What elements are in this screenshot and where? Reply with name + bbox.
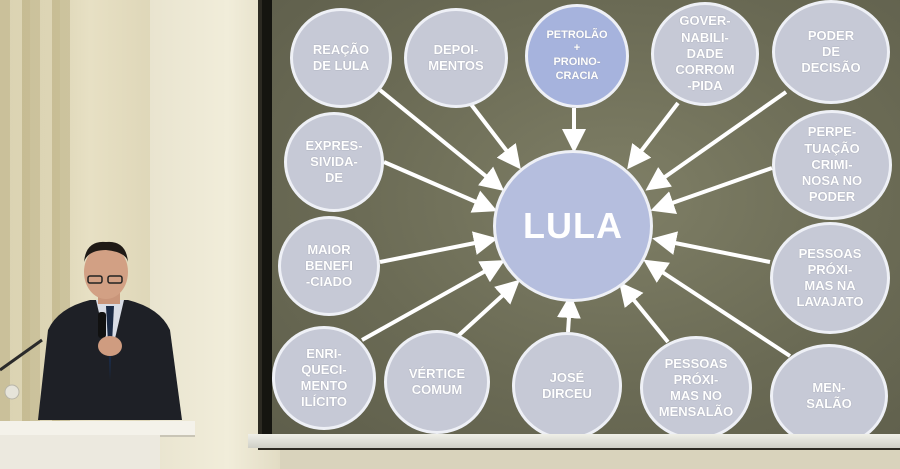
arrow-pessoas-lavajato	[652, 231, 771, 264]
node-label: VÉRTICE COMUM	[408, 365, 466, 397]
node-reacao-de-lula: REAÇÃO DE LULA	[290, 8, 392, 108]
node-label: PETROLÃO + PROINO- CRACIA	[546, 28, 608, 82]
node-label: PESSOAS PRÓXI- MAS NO MENSALÃO	[658, 355, 734, 420]
arrow-governabilidade	[627, 101, 680, 170]
node-label: MAIOR BENEFI -CIADO	[305, 241, 353, 290]
arrow-vertice	[456, 279, 520, 338]
microphone-stand	[0, 338, 43, 372]
node-label: PODER DE DECISÃO	[801, 27, 861, 76]
node-label: DEPOI- MENTOS	[428, 41, 484, 73]
node-perpetuacao-criminosa: PERPE- TUAÇÃO CRIMI- NOSA NO PODER	[772, 110, 892, 220]
speaker	[0, 241, 182, 420]
node-governabilidade-corrompida: GOVER- NABILI- DADE CORROM -PIDA	[651, 2, 759, 106]
node-label: JOSÉ DIRCEU	[542, 369, 592, 401]
arrow-enriquecimento	[361, 260, 505, 342]
node-petrolao-proinocracia: PETROLÃO + PROINO- CRACIA	[525, 4, 629, 108]
water-glass	[4, 384, 20, 400]
face	[84, 245, 128, 299]
arrow-pessoas-mensalao	[618, 281, 670, 344]
node-depoimentos: DEPOI- MENTOS	[404, 8, 508, 108]
arrow-reacao	[378, 88, 505, 192]
arrow-perpetuacao	[650, 166, 773, 215]
hand	[98, 336, 122, 356]
podium	[0, 435, 160, 469]
node-vertice-comum: VÉRTICE COMUM	[384, 330, 490, 434]
node-mensalao: MEN- SALÃO	[770, 344, 888, 448]
node-label: MEN- SALÃO	[806, 379, 852, 411]
glasses-right	[107, 275, 123, 284]
node-jose-dirceu: JOSÉ DIRCEU	[512, 332, 622, 440]
arrow-mensalao	[643, 259, 792, 358]
arrow-dirceu	[556, 294, 581, 333]
node-label: PERPE- TUAÇÃO CRIMI- NOSA NO PODER	[801, 124, 863, 205]
microphone	[98, 312, 106, 338]
node-label: GOVER- NABILI- DADE CORROM -PIDA	[675, 13, 735, 94]
arrow-depoimentos	[468, 101, 521, 170]
arrow-poder	[645, 90, 788, 191]
node-label: REAÇÃO DE LULA	[312, 41, 370, 73]
arrow-expressividade	[383, 160, 498, 213]
node-pessoas-proximas-lavajato: PESSOAS PRÓXI- MAS NA LAVAJATO	[770, 222, 890, 334]
center-label: LULA	[523, 205, 623, 246]
glasses-left	[87, 275, 103, 284]
arrow-maior	[379, 231, 498, 264]
node-label: ENRI- QUECI- MENTO ILÍCITO	[300, 345, 348, 410]
screen-bottom-bar	[248, 434, 900, 448]
node-pessoas-proximas-mensalao: PESSOAS PRÓXI- MAS NO MENSALÃO	[640, 336, 752, 440]
screen-edge	[262, 0, 272, 440]
hair	[84, 241, 128, 262]
node-label: PESSOAS PRÓXI- MAS NA LAVAJATO	[796, 245, 864, 310]
center-node-lula: LULA	[493, 150, 653, 302]
node-maior-beneficiado: MAIOR BENEFI -CIADO	[278, 216, 380, 316]
node-enriquecimento-ilicito: ENRI- QUECI- MENTO ILÍCITO	[272, 326, 376, 430]
node-poder-de-decisao: PODER DE DECISÃO	[772, 0, 890, 104]
node-label: EXPRES- SIVIDA- DE	[305, 137, 363, 186]
node-expressividade: EXPRES- SIVIDA- DE	[284, 112, 384, 212]
